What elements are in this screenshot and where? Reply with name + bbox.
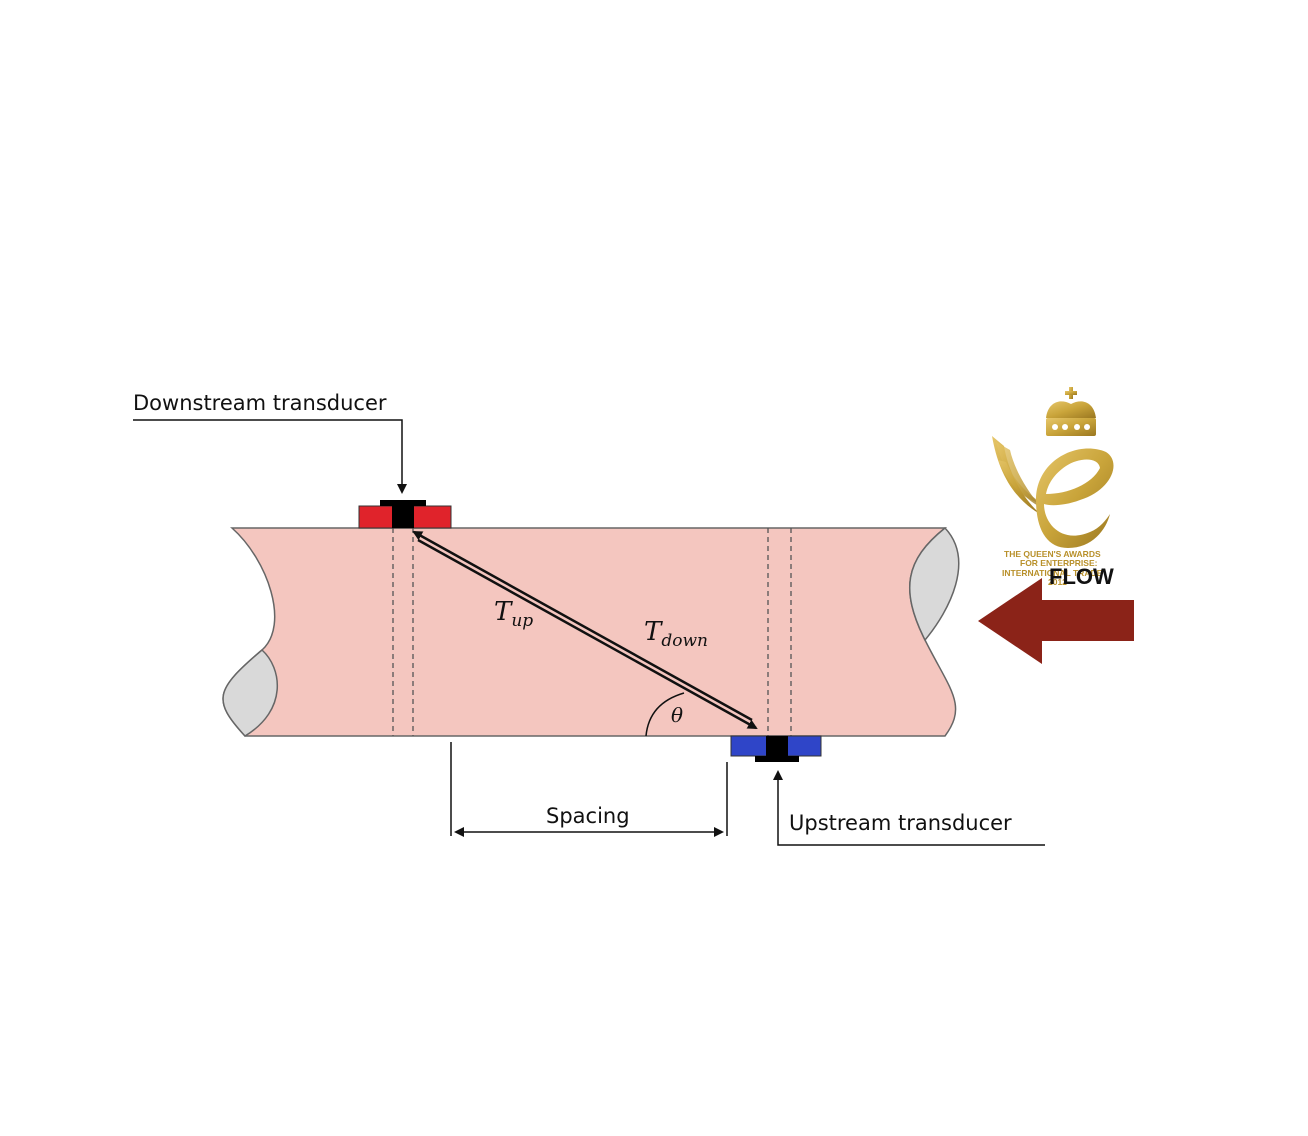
transducer-guides	[392, 528, 792, 736]
award-line-1: THE QUEEN'S AWARDS	[1004, 549, 1101, 559]
spacing-label: Spacing	[546, 804, 630, 828]
theta-label: θ	[671, 703, 683, 727]
crown-icon	[1046, 387, 1096, 436]
t-up-arrow	[412, 530, 753, 722]
upstream-callout: Upstream transducer	[773, 770, 1045, 846]
pipe-body	[222, 527, 957, 737]
award-line-4: 2012	[1048, 577, 1067, 587]
pipe-right-cut	[908, 526, 960, 642]
pipe-left-cut	[222, 649, 279, 737]
pipe	[222, 526, 960, 737]
flow-arrow	[978, 578, 1134, 664]
downstream-callout: Downstream transducer	[133, 391, 407, 494]
upstream-transducer	[730, 735, 822, 762]
t-up-label: Tup	[494, 597, 533, 631]
letter-e-icon	[1036, 448, 1114, 548]
t-down-label: Tdown	[644, 617, 708, 651]
theta-arc	[645, 692, 685, 737]
queens-award-logo: THE QUEEN'S AWARDS FOR ENTERPRISE: INTER…	[992, 387, 1114, 587]
t-down-arrow	[417, 538, 758, 730]
upstream-label: Upstream transducer	[789, 811, 1012, 835]
award-line-3: INTERNATIONAL TRADE	[1002, 568, 1103, 578]
award-line-2: FOR ENTERPRISE:	[1020, 558, 1098, 568]
spacing-dimension	[450, 742, 728, 837]
flow-label: FLOW	[1049, 564, 1114, 589]
downstream-transducer	[358, 500, 452, 529]
downstream-label: Downstream transducer	[133, 391, 387, 415]
wings-icon	[992, 436, 1044, 514]
sound-path	[412, 530, 758, 730]
